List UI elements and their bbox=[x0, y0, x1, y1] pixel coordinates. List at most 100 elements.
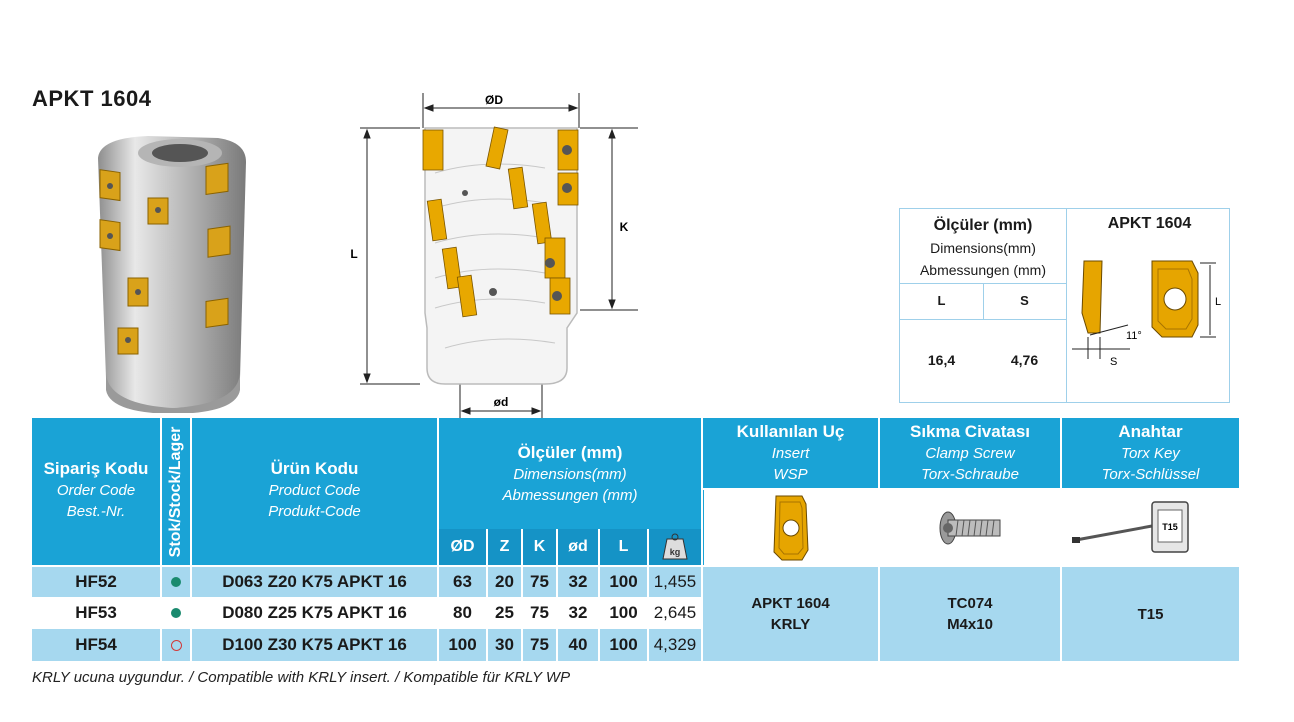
row1-L: 100 bbox=[609, 572, 638, 591]
dim-title-en: Dimensions(mm) bbox=[930, 240, 1036, 256]
weight-icon: kg bbox=[662, 533, 688, 560]
dimension-box: Ölçüler (mm) Dimensions(mm) Abmessungen … bbox=[899, 208, 1230, 403]
insert-icon bbox=[773, 495, 809, 561]
torx-key-label: T15 bbox=[1162, 522, 1178, 532]
row2-product: D080 Z25 K75 APKT 16 bbox=[222, 603, 407, 622]
header-product-de: Produkt-Code bbox=[268, 503, 361, 520]
screw-icon bbox=[939, 511, 1001, 545]
header-key-en: Torx Key bbox=[1121, 445, 1180, 462]
header-dims-en: Dimensions(mm) bbox=[513, 466, 627, 483]
insert-name: APKT 1604 bbox=[1107, 215, 1192, 232]
header-product-code: Ürün Kodu Product Code Produkt-Code bbox=[192, 418, 437, 565]
dim-title-tr: Ölçüler (mm) bbox=[933, 217, 1033, 234]
header-product-tr: Ürün Kodu bbox=[270, 459, 359, 478]
insert-diagram-s-label: S bbox=[1110, 356, 1117, 368]
stock-filled-icon bbox=[171, 577, 181, 587]
header-order-de: Best.-Nr. bbox=[66, 503, 126, 520]
header-order-en: Order Code bbox=[56, 482, 136, 499]
header-order-code: Sipariş Kodu Order Code Best.-Nr. bbox=[32, 418, 160, 565]
header-screw: Sıkma Civatası Clamp Screw Torx-Schraube bbox=[880, 418, 1060, 488]
stock-empty-icon bbox=[170, 639, 182, 651]
header-insert-en: Insert bbox=[771, 445, 810, 462]
header-stock: Stok/Stock/Lager bbox=[162, 418, 190, 565]
row3-D: 100 bbox=[448, 635, 477, 654]
drawing-label-d: ød bbox=[494, 395, 509, 409]
header-screw-de: Torx-Schraube bbox=[921, 466, 1019, 483]
row2-order: HF53 bbox=[75, 603, 117, 622]
insert-geometry-diagram: L 11° S bbox=[1072, 260, 1221, 368]
insert-diagram-angle: 11° bbox=[1126, 330, 1142, 342]
row3-d: 40 bbox=[568, 635, 588, 654]
row2-L: 100 bbox=[609, 603, 638, 622]
table-row bbox=[32, 629, 701, 661]
milling-cutter-photo bbox=[98, 136, 246, 413]
row2-d: 32 bbox=[568, 603, 588, 622]
drawing-label-L: L bbox=[350, 247, 357, 261]
row3-stock bbox=[162, 629, 190, 661]
subheader-K: K bbox=[523, 529, 556, 565]
subheader-D: ØD bbox=[439, 529, 486, 565]
product-table: Sipariş Kodu Order Code Best.-Nr. Stok/S… bbox=[32, 418, 1239, 661]
header-key-de: Torx-Schlüssel bbox=[1101, 466, 1200, 483]
row3-L: 100 bbox=[609, 635, 638, 654]
screw-value-line1: TC074 bbox=[947, 595, 993, 612]
row1-order: HF52 bbox=[75, 572, 117, 591]
header-dims-de: Abmessungen (mm) bbox=[502, 487, 638, 504]
header-insert-de: WSP bbox=[773, 466, 808, 483]
row3-order: HF54 bbox=[75, 635, 117, 654]
header-dims-tr: Ölçüler (mm) bbox=[517, 443, 623, 462]
weight-icon-label: kg bbox=[670, 547, 681, 557]
row1-D: 63 bbox=[453, 572, 472, 591]
row2-Z: 25 bbox=[495, 603, 514, 622]
insert-value-line1: APKT 1604 bbox=[751, 595, 830, 612]
insert-image-cell bbox=[703, 490, 878, 565]
page-title: APKT 1604 bbox=[32, 86, 152, 111]
drawing-label-D: ØD bbox=[485, 93, 503, 107]
row1-product: D063 Z20 K75 APKT 16 bbox=[222, 572, 407, 591]
table-row bbox=[32, 567, 701, 597]
torx-key-icon: T15 bbox=[1072, 501, 1189, 553]
dim-value-s: 4,76 bbox=[1010, 352, 1039, 368]
technical-drawing: ØD L K ød bbox=[350, 93, 638, 418]
row1-stock bbox=[162, 567, 190, 597]
row2-K: 75 bbox=[530, 603, 549, 622]
key-value: T15 bbox=[1062, 567, 1239, 661]
row2-weight: 2,645 bbox=[653, 603, 697, 622]
dim-title-de: Abmessungen (mm) bbox=[919, 262, 1047, 278]
row1-d: 32 bbox=[568, 572, 588, 591]
key-image-cell: T15 bbox=[1062, 490, 1239, 565]
header-stock-label: Stok/Stock/Lager bbox=[167, 426, 184, 557]
dim-header-s: S bbox=[1020, 293, 1029, 308]
row1-K: 75 bbox=[530, 572, 549, 591]
subheader-Z: Z bbox=[488, 529, 521, 565]
dim-header-l: L bbox=[937, 293, 946, 308]
screw-value-line2: M4x10 bbox=[947, 616, 993, 633]
header-order-tr: Sipariş Kodu bbox=[43, 459, 149, 478]
header-key-tr: Anahtar bbox=[1118, 422, 1183, 441]
row3-product: D100 Z30 K75 APKT 16 bbox=[222, 635, 407, 654]
subheader-L: L bbox=[600, 529, 647, 565]
header-insert: Kullanılan Uç Insert WSP bbox=[703, 418, 878, 488]
header-screw-en: Clamp Screw bbox=[925, 445, 1015, 462]
header-product-en: Product Code bbox=[268, 482, 361, 499]
insert-value-line2: KRLY bbox=[770, 616, 811, 633]
dimension-box-title: Ölçüler (mm) Dimensions(mm) Abmessungen … bbox=[900, 215, 1066, 281]
stock-filled-icon bbox=[171, 608, 181, 618]
footnote: KRLY ucuna uygundur. / Compatible with K… bbox=[32, 669, 571, 686]
header-dimensions: Ölçüler (mm) Dimensions(mm) Abmessungen … bbox=[439, 418, 701, 529]
subheader-weight: kg bbox=[649, 529, 701, 565]
row1-weight: 1,455 bbox=[653, 572, 697, 591]
header-screw-tr: Sıkma Civatası bbox=[909, 422, 1030, 441]
insert-diagram-l-label: L bbox=[1215, 296, 1221, 308]
insert-value: APKT 1604 KRLY bbox=[703, 567, 878, 661]
dim-value-l: 16,4 bbox=[927, 352, 956, 368]
screw-value: TC074 M4x10 bbox=[880, 567, 1060, 661]
table-row bbox=[32, 597, 701, 629]
header-insert-tr: Kullanılan Uç bbox=[736, 422, 845, 441]
row2-stock bbox=[162, 597, 190, 629]
row3-weight: 4,329 bbox=[653, 635, 697, 654]
screw-image-cell bbox=[880, 490, 1060, 565]
key-value-text: T15 bbox=[1137, 605, 1164, 623]
row2-D: 80 bbox=[453, 603, 472, 622]
row3-Z: 30 bbox=[495, 635, 514, 654]
